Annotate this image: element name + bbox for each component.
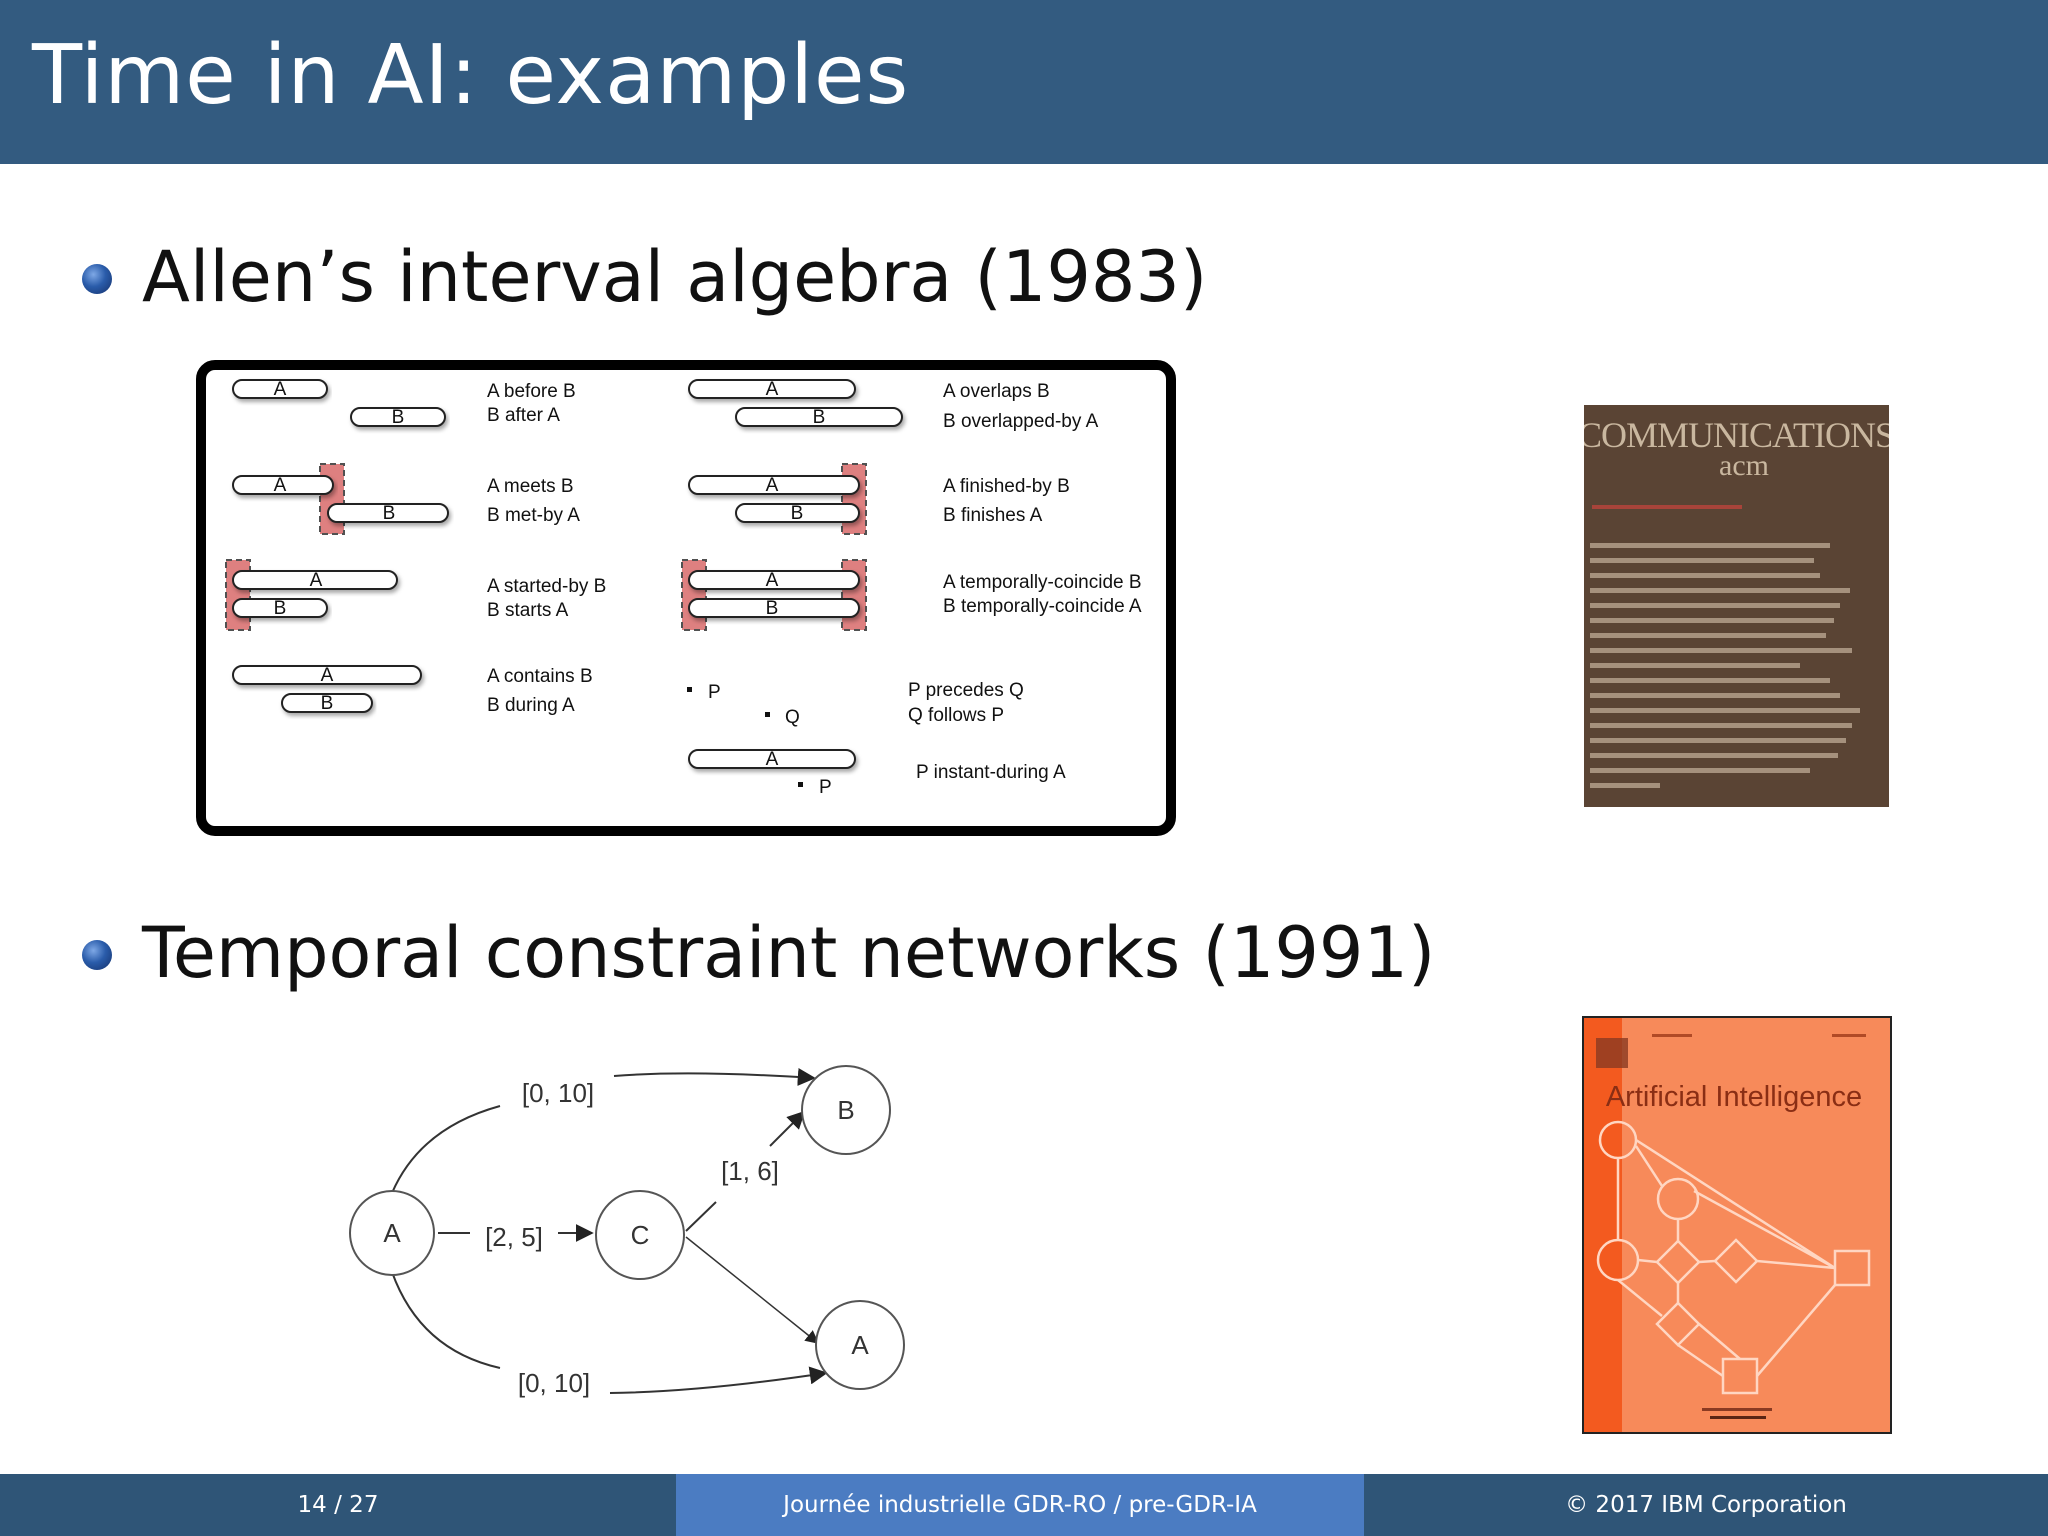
bar-b bbox=[281, 693, 373, 713]
cover-title: COMMUNICATIONS bbox=[1584, 415, 1889, 455]
relation-label: A contains B bbox=[487, 666, 593, 687]
copyright-text: © 2017 IBM Corporation bbox=[1565, 1492, 1847, 1518]
bar-a bbox=[688, 475, 860, 495]
node-a2-label: A bbox=[851, 1330, 869, 1360]
point-q-label: Q bbox=[785, 707, 800, 728]
node-c-label: C bbox=[631, 1220, 650, 1250]
allen-interval-diagram: A B A before B B after A A B A overlaps … bbox=[196, 360, 1176, 836]
cover-background bbox=[1582, 1016, 1892, 1434]
footer-page-number: 14 / 27 bbox=[0, 1474, 676, 1536]
slide-title: Time in AI: examples bbox=[32, 28, 910, 123]
bar-a-label: A bbox=[310, 570, 323, 591]
slide-footer: 14 / 27 Journée industrielle GDR-RO / pr… bbox=[0, 1474, 2048, 1536]
bullet-marker-1 bbox=[82, 264, 112, 294]
bar-a-label: A bbox=[766, 749, 779, 770]
bar-b-label: B bbox=[791, 503, 804, 524]
bar-b bbox=[735, 407, 903, 427]
relation-label: A before B bbox=[487, 381, 576, 402]
cover-title: Artificial Intelligence bbox=[1606, 1081, 1862, 1113]
relation-label: Q follows P bbox=[908, 705, 1004, 726]
point-p-label: P bbox=[819, 777, 832, 798]
edge-c-a2 bbox=[685, 1236, 820, 1344]
edge-c-b-head bbox=[769, 1110, 806, 1147]
bar-a bbox=[232, 665, 422, 685]
footer-event: Journée industrielle GDR-RO / pre-GDR-IA bbox=[676, 1474, 1364, 1536]
bar-b-label: B bbox=[321, 693, 334, 714]
edge-label-a-a2: [0, 10] bbox=[518, 1368, 590, 1398]
cover-graph-illustration bbox=[1596, 1120, 1871, 1395]
bar-b bbox=[327, 503, 449, 523]
highlight-region bbox=[319, 463, 345, 535]
node-a-label: A bbox=[383, 1218, 401, 1248]
temporal-constraint-network-diagram: A C B A [0, 10] [2, 5] [1, 6] [0, 10] bbox=[349, 1065, 905, 1398]
node-a2 bbox=[815, 1300, 905, 1390]
edge-a-a2 bbox=[391, 1271, 501, 1369]
edge-label-c-b: [1, 6] bbox=[721, 1156, 779, 1186]
relation-label: A started-by B bbox=[487, 576, 606, 597]
bar-b-label: B bbox=[392, 407, 405, 428]
node-a bbox=[349, 1190, 435, 1276]
relation-label: B after A bbox=[487, 405, 560, 426]
edge-c-b bbox=[685, 1201, 717, 1232]
bar-b-label: B bbox=[383, 503, 396, 524]
node-b bbox=[801, 1065, 891, 1155]
cover-subtitle: acm bbox=[1719, 449, 1769, 482]
highlight-region bbox=[841, 463, 867, 535]
bullet-marker-2 bbox=[82, 940, 112, 970]
point-marker bbox=[765, 712, 770, 717]
relation-label: A temporally-coincide B bbox=[943, 572, 1142, 593]
bar-b bbox=[350, 407, 446, 427]
relation-label: A finished-by B bbox=[943, 476, 1070, 497]
edge-a-a2-head bbox=[609, 1366, 828, 1394]
relation-label: A meets B bbox=[487, 476, 574, 497]
bar-a-label: A bbox=[766, 475, 779, 496]
bar-b-label: B bbox=[766, 598, 779, 619]
bar-b-label: B bbox=[274, 598, 287, 619]
relation-label: P instant-during A bbox=[916, 762, 1066, 783]
bar-a bbox=[688, 570, 860, 590]
node-b-label: B bbox=[837, 1095, 854, 1125]
bar-b bbox=[232, 598, 328, 618]
bar-a bbox=[688, 379, 856, 399]
aij-journal-cover: Artificial Intelligence bbox=[1582, 1016, 1892, 1434]
node-c bbox=[595, 1190, 685, 1280]
bar-b-label: B bbox=[813, 407, 826, 428]
relation-label: A overlaps B bbox=[943, 381, 1050, 402]
relation-label: B temporally-coincide A bbox=[943, 596, 1142, 617]
bar-b bbox=[688, 598, 860, 618]
publisher-logo-icon bbox=[1596, 1038, 1628, 1068]
edge-a-b bbox=[391, 1105, 501, 1194]
cacm-journal-cover: COMMUNICATIONS acm bbox=[1584, 405, 1889, 807]
bullet-text-tcn: Temporal constraint networks (1991) bbox=[142, 912, 1436, 994]
relation-label: B overlapped-by A bbox=[943, 411, 1099, 432]
cover-author-list bbox=[1590, 543, 1860, 788]
edge-a-b-head bbox=[613, 1067, 816, 1086]
point-p-label: P bbox=[708, 682, 721, 703]
bar-a bbox=[688, 749, 856, 769]
bar-a bbox=[232, 475, 334, 495]
bar-b bbox=[735, 503, 860, 523]
bar-a-label: A bbox=[321, 665, 334, 686]
relation-label: B during A bbox=[487, 695, 575, 716]
event-text: Journée industrielle GDR-RO / pre-GDR-IA bbox=[783, 1492, 1257, 1518]
bar-a-label: A bbox=[274, 475, 287, 496]
bar-a-label: A bbox=[274, 379, 287, 400]
bar-a bbox=[232, 570, 398, 590]
bullet-text-allen: Allen’s interval algebra (1983) bbox=[142, 236, 1208, 318]
point-marker bbox=[798, 782, 803, 787]
relation-label: B met-by A bbox=[487, 505, 580, 526]
slide-header: Time in AI: examples bbox=[0, 0, 2048, 164]
bar-a-label: A bbox=[766, 570, 779, 591]
page-number-text: 14 / 27 bbox=[297, 1492, 379, 1518]
bar-a-label: A bbox=[766, 379, 779, 400]
edge-label-a-c: [2, 5] bbox=[485, 1222, 543, 1252]
edge-label-a-b: [0, 10] bbox=[522, 1078, 594, 1108]
bar-a bbox=[232, 379, 328, 399]
point-marker bbox=[687, 687, 692, 692]
relation-label: B starts A bbox=[487, 600, 569, 621]
relation-label: P precedes Q bbox=[908, 680, 1024, 701]
relation-label: B finishes A bbox=[943, 505, 1043, 526]
footer-copyright: © 2017 IBM Corporation bbox=[1364, 1474, 2048, 1536]
